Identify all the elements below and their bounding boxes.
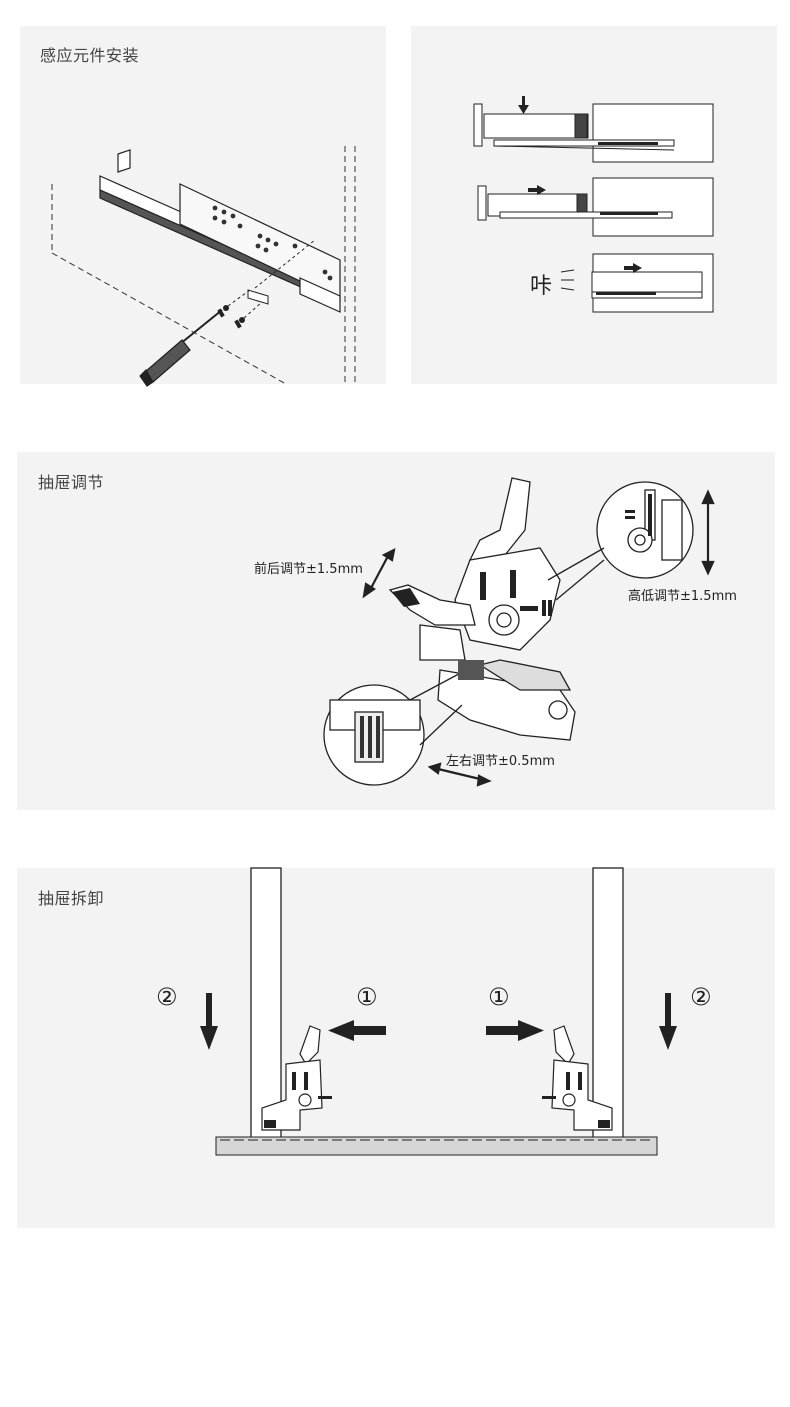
arrow-left-icon — [328, 1020, 386, 1041]
adjust-title: 抽屉调节 — [38, 473, 105, 492]
install-title: 感应元件安装 — [40, 46, 140, 65]
install-diagram — [51, 96, 714, 387]
click-sound-text: 咔 — [530, 274, 553, 299]
double-arrow-icon — [362, 489, 715, 787]
height-label: 高低调节±1.5mm — [628, 589, 737, 604]
arrow-right-icon — [486, 1020, 544, 1041]
rail-floor — [215, 1136, 658, 1156]
arrow-down-icon — [518, 96, 529, 114]
screwdriver-icon — [139, 309, 223, 387]
remove-diagram — [200, 867, 677, 1156]
step2-left: ② — [156, 983, 178, 1011]
adjust-diagram — [323, 477, 715, 787]
remove-panel — [17, 868, 775, 1228]
arrow-down-icon — [200, 993, 677, 1050]
slide-rail — [99, 149, 341, 313]
arrow-right-icon — [528, 185, 642, 273]
step2-right: ② — [690, 983, 712, 1011]
front-back-label: 前后调节±1.5mm — [254, 562, 363, 577]
step1-left: ① — [356, 983, 378, 1011]
left-right-label: 左右调节±0.5mm — [446, 754, 555, 769]
step1-right: ① — [488, 983, 510, 1011]
remove-title: 抽屉拆卸 — [38, 889, 105, 908]
